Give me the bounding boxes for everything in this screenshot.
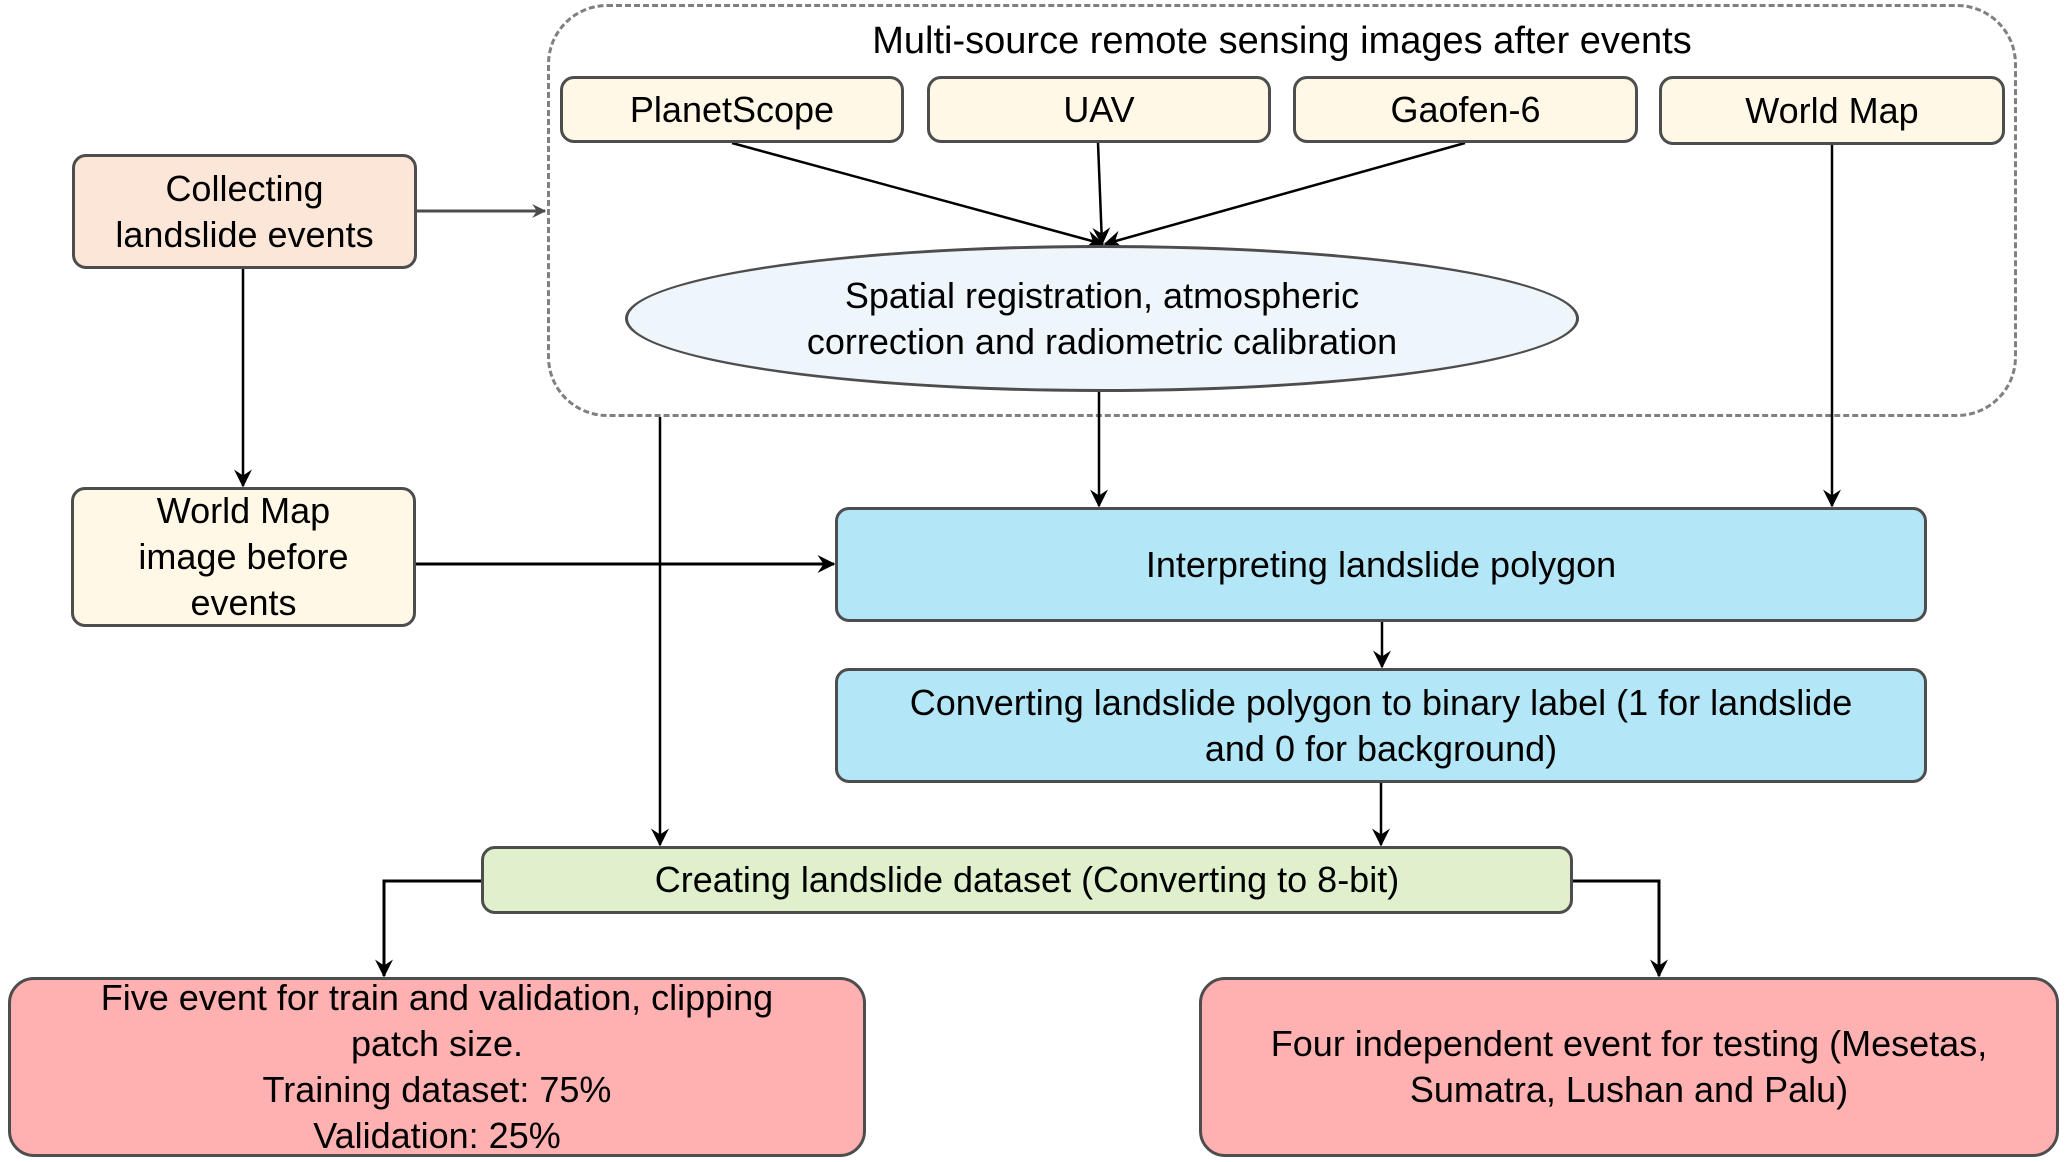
node-label-line: events xyxy=(190,582,297,623)
node-testing[interactable]: Four independent event for testing (Mese… xyxy=(1199,977,2059,1157)
edge-creating-to-testing xyxy=(1573,879,1668,978)
node-label-line: Five event for train and validation, cli… xyxy=(100,977,774,1018)
container-title: Multi-source remote sensing images after… xyxy=(872,20,1692,62)
node-label: Interpreting landslide polygon xyxy=(1145,543,1617,585)
node-label-line: Converting landslide polygon to binary l… xyxy=(909,681,1853,723)
node-world-map-before[interactable]: World Map image before events xyxy=(71,487,416,627)
node-label: UAV xyxy=(1063,88,1135,130)
node-label-line: Validation: 25% xyxy=(313,1115,561,1156)
node-label: Creating landslide dataset (Converting t… xyxy=(654,859,1400,900)
node-label-line: Collecting xyxy=(165,167,324,209)
node-label-line: Spatial registration, atmospheric xyxy=(844,274,1360,316)
node-gaofen-6[interactable]: Gaofen-6 xyxy=(1293,76,1638,143)
node-train-validation[interactable]: Five event for train and validation, cli… xyxy=(8,977,866,1157)
node-label-line: patch size. xyxy=(350,1023,524,1064)
node-label-line: Training dataset: 75% xyxy=(262,1069,612,1110)
node-uav[interactable]: UAV xyxy=(927,76,1271,143)
node-label-line: landslide events xyxy=(115,213,374,255)
node-interpreting[interactable]: Interpreting landslide polygon xyxy=(835,507,1927,622)
node-converting[interactable]: Converting landslide polygon to binary l… xyxy=(835,668,1927,783)
node-label-line: image before xyxy=(138,536,349,577)
edge-creating-to-train-validation xyxy=(375,879,481,978)
node-label: PlanetScope xyxy=(629,88,835,130)
node-preprocessing[interactable]: Spatial registration, atmospheric correc… xyxy=(625,245,1579,392)
node-label: World Map xyxy=(1745,89,1919,131)
node-label-line: and 0 for background) xyxy=(1204,727,1558,769)
node-label-line: Sumatra, Lushan and Palu) xyxy=(1409,1069,1849,1110)
node-label-line: Four independent event for testing (Mese… xyxy=(1270,1023,1988,1064)
node-world-map[interactable]: World Map xyxy=(1659,76,2005,145)
node-creating-dataset[interactable]: Creating landslide dataset (Converting t… xyxy=(481,846,1573,914)
node-collecting-events[interactable]: Collecting landslide events xyxy=(72,154,417,269)
node-planetscope[interactable]: PlanetScope xyxy=(560,76,904,143)
node-label: Gaofen-6 xyxy=(1390,88,1541,130)
multi-source-container: Multi-source remote sensing images after… xyxy=(547,4,2017,417)
node-label-line: correction and radiometric calibration xyxy=(806,320,1398,362)
node-label-line: World Map xyxy=(156,490,331,531)
